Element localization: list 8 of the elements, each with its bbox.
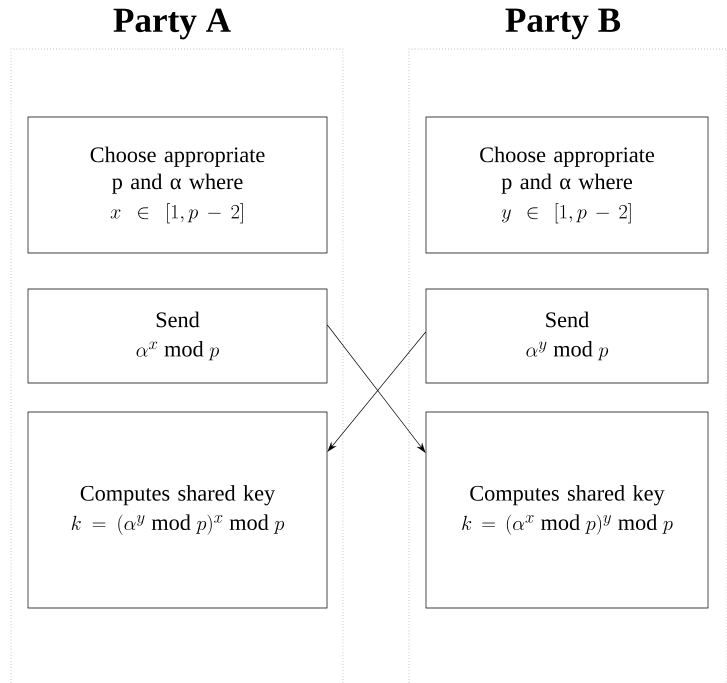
step-box: Choose appropriate p and α where $y \in [1, p-2]$ — [426, 116, 708, 254]
step-box: Choose appropriate p and α where $x \in [1, p-2]$ — [28, 116, 328, 254]
column-heading: Party B — [506, 8, 620, 40]
column-heading: Party A — [114, 8, 231, 40]
step-box: Computes shared key $k = (\alpha^{x} \bmod p)^{y} \bmod p$ — [426, 412, 708, 608]
step-box: Computes shared key $k = (\alpha^{y} \bmod p)^{x} \bmod p$ — [28, 412, 328, 608]
step-box: Send $\alpha^{y} \bmod p$ — [426, 288, 708, 384]
step-box: Send $\alpha^{x} \bmod p$ — [28, 288, 328, 384]
